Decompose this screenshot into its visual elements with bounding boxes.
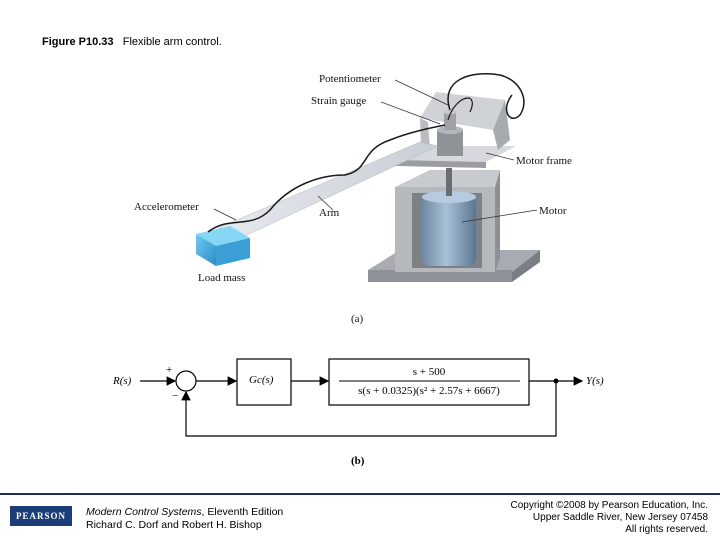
copyright-line-1: Copyright ©2008 by Pearson Education, In… bbox=[510, 500, 709, 511]
controller-block bbox=[236, 358, 292, 406]
accelerometer-label: Accelerometer bbox=[134, 201, 199, 213]
book-title: Modern Control Systems bbox=[86, 506, 202, 518]
footer-divider bbox=[0, 493, 720, 495]
book-info: Modern Control Systems, Eleventh Edition… bbox=[86, 506, 283, 532]
input-label: R(s) bbox=[113, 375, 132, 387]
motor bbox=[422, 168, 476, 266]
potentiometer bbox=[437, 109, 463, 156]
top-wire bbox=[447, 73, 525, 119]
copyright-line-2: Upper Saddle River, New Jersey 07458 bbox=[532, 512, 708, 523]
load-mass-label: Load mass bbox=[198, 272, 246, 284]
motor-label: Motor bbox=[539, 205, 567, 217]
copyright-line-3: All rights reserved. bbox=[625, 524, 708, 535]
feedback-path bbox=[181, 381, 557, 437]
figure-number: Figure P10.33 bbox=[42, 36, 114, 48]
summing-junction bbox=[175, 370, 197, 392]
strain-gauge-label: Strain gauge bbox=[311, 95, 367, 107]
pearson-logo: PEARSON bbox=[10, 506, 72, 526]
figure-caption: Flexible arm control. bbox=[122, 36, 222, 48]
motor-frame-label: Motor frame bbox=[516, 155, 572, 167]
figure-title: Figure P10.33 Flexible arm control. bbox=[42, 36, 222, 48]
part-a-label: (a) bbox=[351, 313, 364, 325]
sum-plus-sign: + bbox=[166, 364, 173, 376]
plant-denominator: s(s + 0.0325)(s² + 2.57s + 6667) bbox=[358, 385, 500, 397]
potentiometer-label: Potentiometer bbox=[319, 73, 381, 85]
sum-minus-sign: − bbox=[172, 390, 179, 402]
book-authors: Richard C. Dorf and Robert H. Bishop bbox=[86, 519, 262, 531]
gauge-wire bbox=[447, 97, 473, 121]
book-edition: , Eleventh Edition bbox=[201, 506, 284, 518]
plant-block bbox=[328, 358, 530, 406]
output-label: Y(s) bbox=[586, 375, 604, 387]
part-b-label: (b) bbox=[351, 455, 365, 467]
controller-label: Gc(s) bbox=[249, 374, 274, 386]
accelerometer-wire bbox=[207, 124, 446, 233]
plant-numerator: s + 500 bbox=[412, 366, 446, 378]
arm-label: Arm bbox=[319, 207, 340, 219]
copyright-notice: Copyright ©2008 by Pearson Education, In… bbox=[511, 500, 709, 536]
